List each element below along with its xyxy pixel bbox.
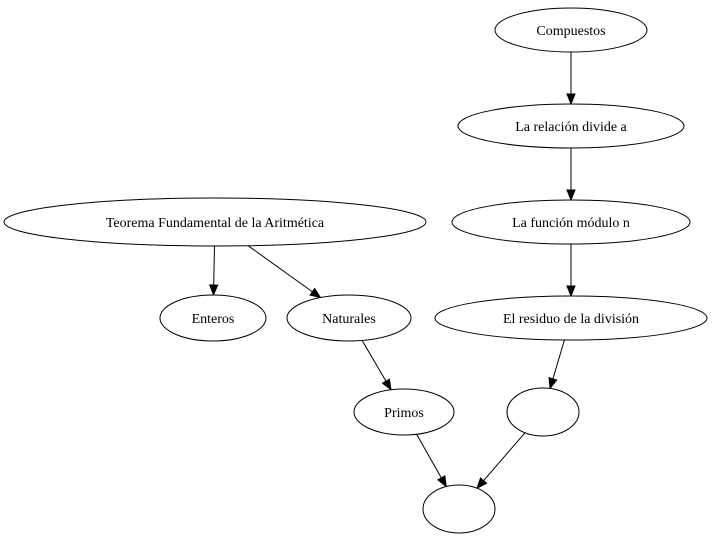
node-ellipse xyxy=(353,388,455,436)
node-naturales[interactable]: Naturales xyxy=(286,294,412,342)
edge-teorema-naturales xyxy=(247,245,322,299)
edge-line xyxy=(247,245,313,293)
edge-residuo-blank1 xyxy=(548,339,565,390)
node-label: Primos xyxy=(384,406,424,421)
edges-layer xyxy=(208,52,576,490)
node-label: Enteros xyxy=(192,312,235,327)
node-compuestos[interactable]: Compuestos xyxy=(494,7,648,53)
node-ellipse xyxy=(3,197,427,247)
edge-teorema-enteros xyxy=(208,245,219,297)
arrowhead-icon xyxy=(476,477,488,490)
node-label: Naturales xyxy=(322,312,376,327)
edge-naturales-primos xyxy=(361,340,392,391)
node-ellipse xyxy=(494,7,648,53)
edge-line xyxy=(483,432,526,481)
node-ellipse xyxy=(422,484,496,534)
node-ellipse xyxy=(286,294,412,342)
edge-compuestos-relacion xyxy=(566,52,576,106)
arrowhead-icon xyxy=(436,475,447,488)
node-ellipse xyxy=(506,387,580,437)
node-ellipse xyxy=(457,103,685,149)
arrowhead-icon xyxy=(208,284,219,297)
node-relacion[interactable]: La relación divide a xyxy=(457,103,685,149)
edge-line xyxy=(416,434,442,479)
node-label: La relación divide a xyxy=(515,120,627,135)
edge-line xyxy=(552,339,565,380)
arrowhead-icon xyxy=(548,377,558,390)
node-label: La función módulo n xyxy=(512,216,630,231)
edge-modulo-residuo xyxy=(566,244,576,298)
node-label: Teorema Fundamental de la Aritmética xyxy=(106,216,325,231)
arrowhead-icon xyxy=(381,378,392,391)
node-primos[interactable]: Primos xyxy=(353,388,455,436)
node-ellipse xyxy=(451,199,691,245)
node-ellipse xyxy=(159,294,267,342)
arrowhead-icon xyxy=(309,287,322,299)
node-label: El residuo de la división xyxy=(503,312,639,327)
edge-line xyxy=(361,340,387,382)
node-label: Compuestos xyxy=(536,24,605,39)
node-residuo[interactable]: El residuo de la división xyxy=(434,295,708,341)
arrowhead-icon xyxy=(566,93,576,106)
node-enteros[interactable]: Enteros xyxy=(159,294,267,342)
arrowhead-icon xyxy=(566,189,576,202)
edge-blank1-blank2 xyxy=(476,432,526,490)
node-blank2[interactable] xyxy=(422,484,496,534)
node-teorema[interactable]: Teorema Fundamental de la Aritmética xyxy=(3,197,427,247)
edge-primos-blank2 xyxy=(416,434,447,488)
edge-relacion-modulo xyxy=(566,148,576,202)
edge-line xyxy=(213,245,215,286)
arrowhead-icon xyxy=(566,285,576,298)
nodes-layer: Compuestos La relación divide a La función… xyxy=(3,7,708,534)
node-blank1[interactable] xyxy=(506,387,580,437)
node-ellipse xyxy=(434,295,708,341)
node-modulo[interactable]: La función módulo n xyxy=(451,199,691,245)
